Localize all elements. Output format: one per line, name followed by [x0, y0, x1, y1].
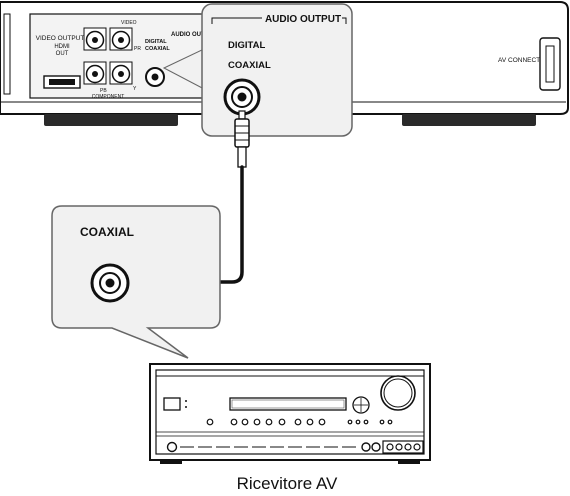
callout-coaxial-jack: [223, 78, 261, 116]
callout-coaxial-label: COAXIAL: [228, 60, 271, 71]
out-label: OUT: [56, 51, 69, 57]
receiver-caption: Ricevitore AV: [237, 474, 338, 493]
receiver-coaxial-title: COAXIAL: [80, 225, 134, 239]
component-pr-jack: [109, 27, 133, 51]
audio-output-callout: AUDIO OUTPUT DIGITAL COAXIAL: [201, 3, 353, 137]
receiver-foot: [398, 460, 420, 464]
av-connector-label: AV CONNECTOR: [498, 57, 550, 64]
component-label: COMPONENT: [92, 94, 125, 100]
receiver-display: [229, 397, 347, 411]
pr-label: PR: [134, 46, 141, 52]
video-label: VIDEO: [121, 20, 137, 26]
receiver-coaxial-jack: [90, 263, 130, 303]
receiver-front-jacks: [166, 440, 424, 454]
callout-digital-label: DIGITAL: [228, 40, 265, 51]
callout-audio-output-title: AUDIO OUTPUT: [265, 14, 341, 25]
receiver-input-indicator: [163, 397, 181, 411]
receiver-foot: [160, 460, 182, 464]
receiver-button-row: [206, 418, 393, 426]
player-digital-label: DIGITAL: [145, 39, 167, 45]
video-jack: [83, 27, 107, 51]
av-receiver: [149, 363, 431, 464]
component-pb-jack: [83, 61, 107, 85]
player-coaxial-label: COAXIAL: [145, 46, 170, 52]
y-label: Y: [133, 86, 137, 92]
player-foot: [44, 114, 178, 126]
hdmi-port: [43, 75, 81, 89]
video-output-label: VIDEO OUTPUT: [36, 35, 85, 42]
player-foot: [402, 114, 536, 126]
hdmi-label: HDMI: [54, 44, 70, 50]
receiver-volume-knob: [380, 375, 416, 411]
player-coaxial-jack: [145, 67, 165, 87]
component-y-jack: [109, 61, 133, 85]
receiver-coaxial-callout: COAXIAL: [51, 205, 221, 359]
av-connector-port: [539, 37, 561, 91]
audio-out-label: AUDIO OUT: [171, 32, 205, 38]
pb-label: PB: [100, 88, 107, 94]
receiver-cursor-knob: [352, 396, 370, 414]
